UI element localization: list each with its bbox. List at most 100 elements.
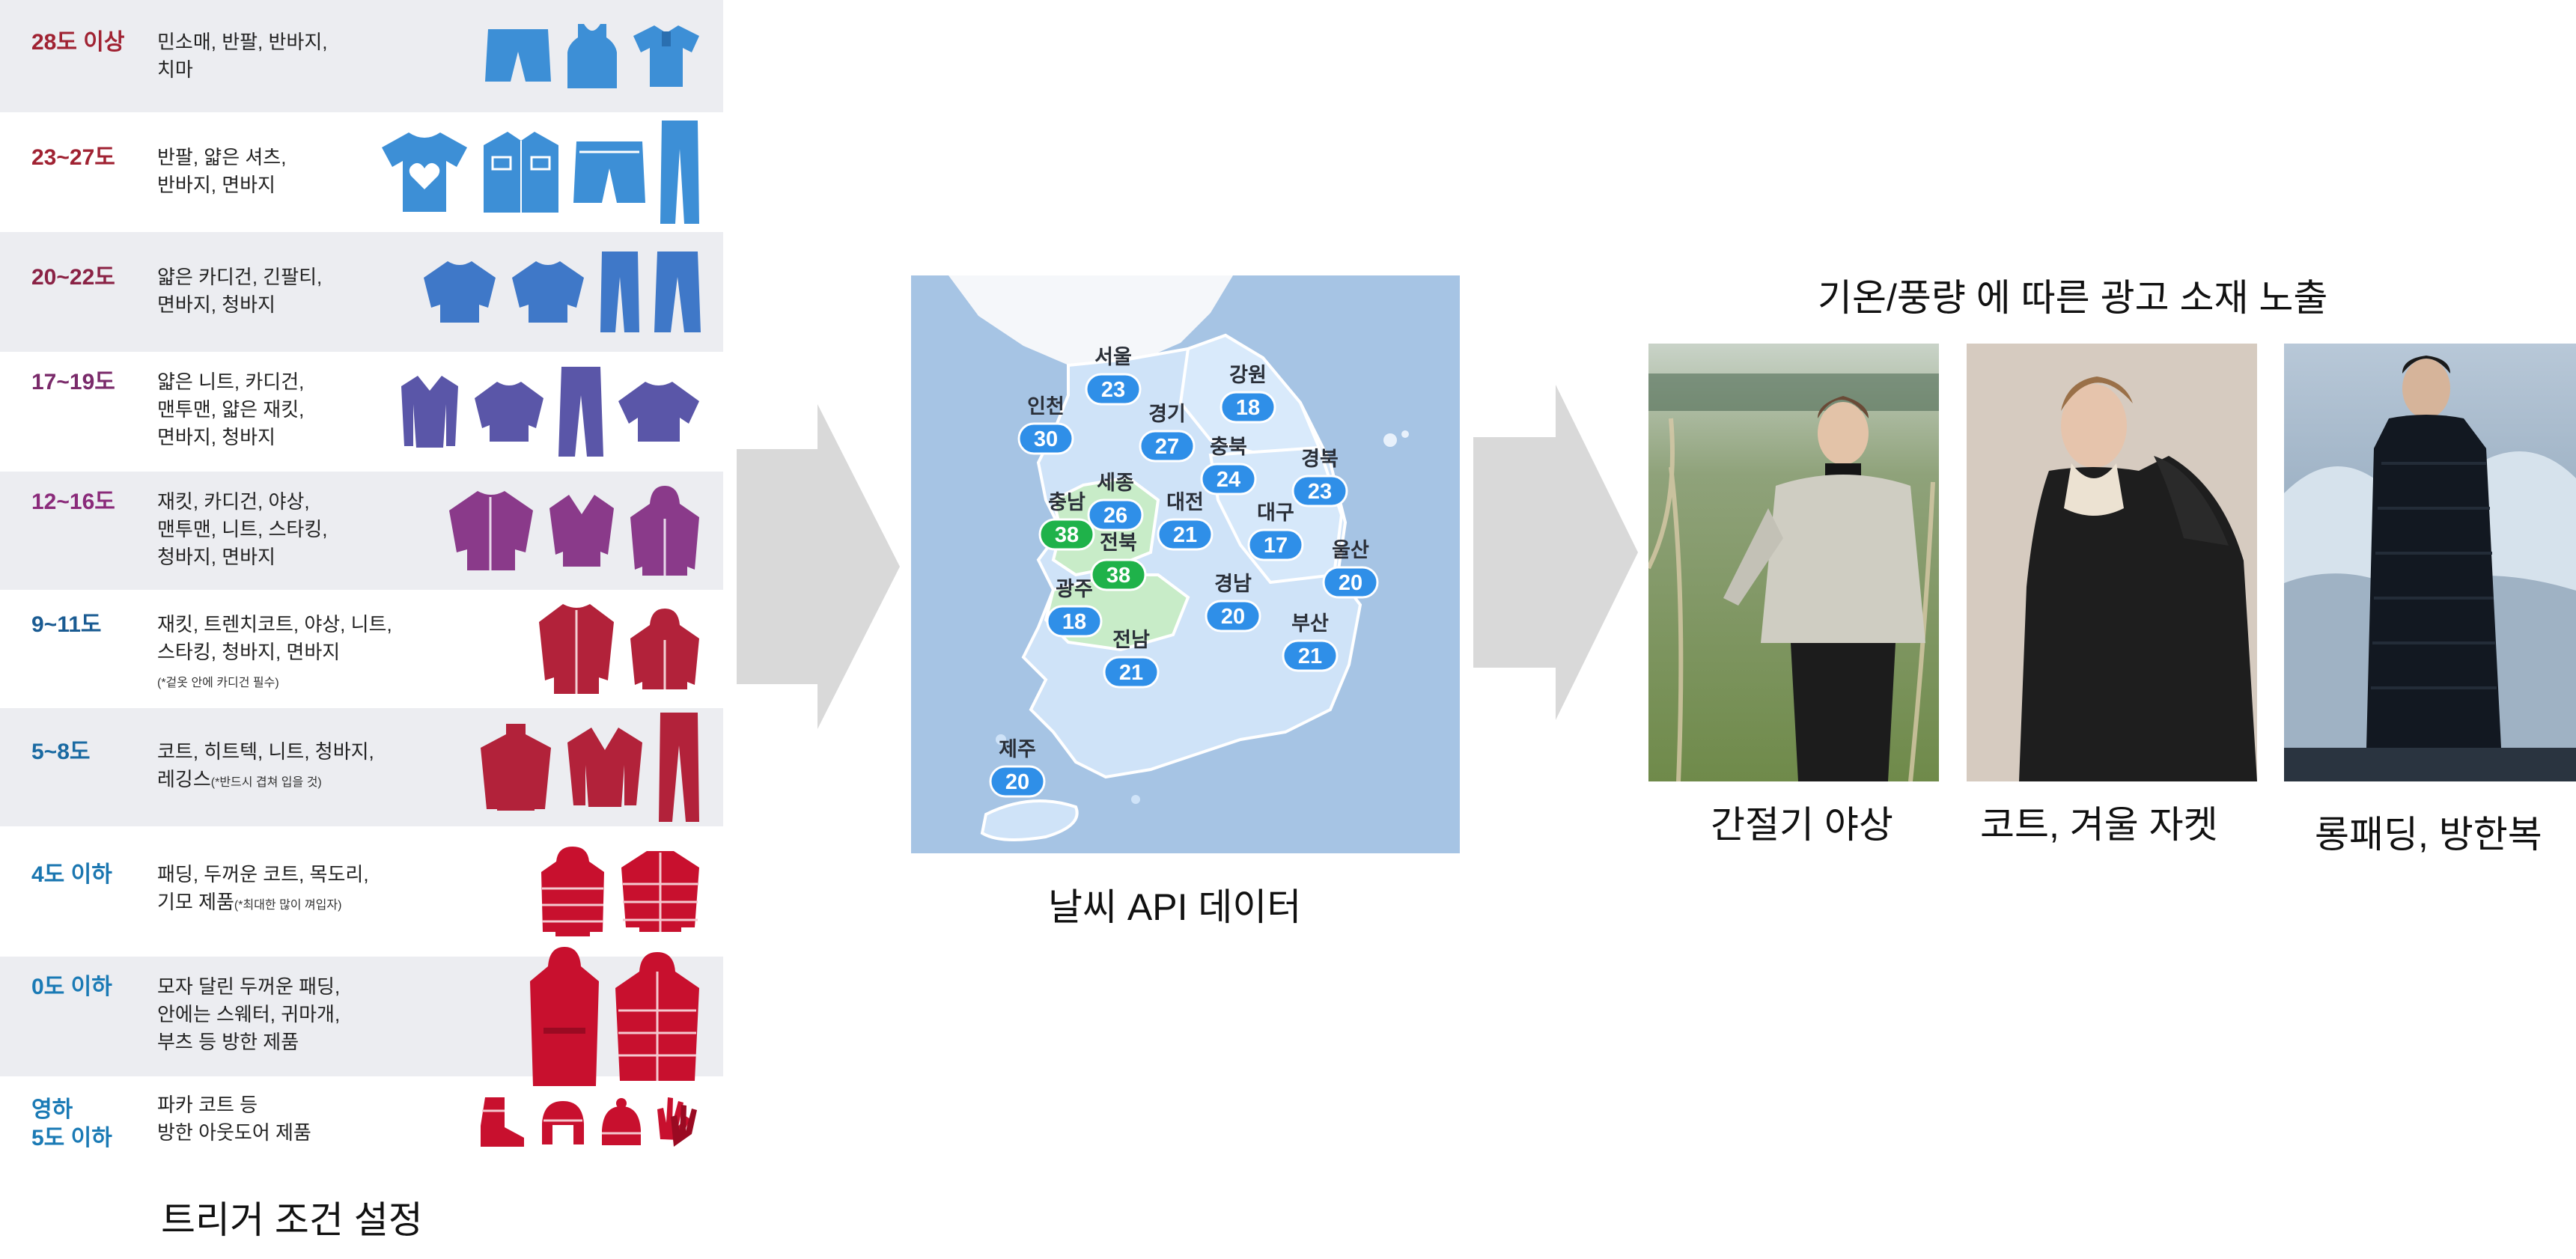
beanie-icon xyxy=(602,1098,641,1145)
temperature-value: 30 xyxy=(1034,427,1058,451)
temperature-label: 12~16도 xyxy=(31,490,115,514)
long-pants-icon xyxy=(660,121,699,224)
table-row: 영하 5도 이하 파카 코트 등 방한 아웃도어 제품 xyxy=(0,1076,723,1168)
sweatshirt-icon xyxy=(475,382,543,442)
temperature-label: 17~19도 xyxy=(31,370,115,394)
table-row: 5~8도 코트, 히트텍, 니트, 청바지, 레깅스(*반드시 겹쳐 입을 것) xyxy=(0,708,723,826)
table-row: 0도 이하 모자 달린 두꺼운 패딩, 안에는 스웨터, 귀마개, 부츠 등 방… xyxy=(0,947,723,1086)
leggings-icon xyxy=(659,713,699,822)
region-name: 전북 xyxy=(1100,531,1137,554)
region-name: 전남 xyxy=(1112,629,1150,651)
temperature-label: 4도 이하 xyxy=(31,862,112,887)
temperature-label: 영하 5도 이하 xyxy=(31,1097,112,1150)
region-badge-경기: 경기 27 xyxy=(1139,403,1196,463)
clothing-description: 재킷, 트렌치코트, 야상, 니트, 스타킹, 청바지, 면바지(*겉옷 안에 … xyxy=(157,613,392,689)
north-land xyxy=(949,275,1233,368)
clothing-note: (*겉옷 안에 카디건 필수) xyxy=(157,677,279,689)
jeju-island xyxy=(980,799,1079,841)
region-name: 대전 xyxy=(1166,491,1204,513)
turtleneck-icon xyxy=(481,724,551,811)
region-name: 인천 xyxy=(1027,395,1065,418)
arrow-right-icon xyxy=(737,404,900,729)
temperature-label: 5~8도 xyxy=(31,740,91,764)
temperature-label: 0도 이하 xyxy=(31,975,112,999)
temperature-value: 18 xyxy=(1236,396,1260,420)
tank-top-icon xyxy=(567,24,617,88)
clothing-icons xyxy=(400,352,701,472)
temperature-value: 26 xyxy=(1103,504,1127,528)
region-name: 서울 xyxy=(1094,346,1132,368)
puffer-coat-icon xyxy=(621,851,699,932)
windbreaker-icon xyxy=(539,604,614,694)
temperature-label: 23~27도 xyxy=(31,145,115,170)
temperature-value: 24 xyxy=(1217,468,1240,492)
winter-coat-photo-image xyxy=(1967,344,2257,781)
ad-photo-field-jacket xyxy=(1648,344,1939,781)
gloves-icon xyxy=(657,1097,697,1147)
temperature-value: 20 xyxy=(1221,605,1245,629)
clothing-icons xyxy=(539,826,701,957)
temperature-badge xyxy=(1291,475,1348,507)
clothing-icons xyxy=(479,708,701,826)
temperature-value: 27 xyxy=(1155,435,1179,459)
v-neck-knit-icon xyxy=(549,495,614,567)
trigger-table-caption: 트리거 조건 설정 xyxy=(161,1199,423,1241)
temperature-value: 38 xyxy=(1055,523,1079,547)
temperature-badge xyxy=(1139,430,1196,463)
temperature-badge xyxy=(1087,499,1144,531)
clothing-icons xyxy=(529,947,701,1086)
temperature-value: 38 xyxy=(1106,564,1130,588)
clothing-icons xyxy=(448,472,701,590)
clothing-icons xyxy=(422,232,701,352)
region-name: 울산 xyxy=(1332,539,1369,561)
heart-tshirt-icon xyxy=(382,132,467,212)
region-name: 경기 xyxy=(1148,403,1186,425)
ad-caption-winter-coat: 코트, 겨울 자켓 xyxy=(1980,804,2218,846)
clothing-icons xyxy=(380,112,701,232)
clothing-icons xyxy=(484,0,701,112)
temperature-badge xyxy=(1247,528,1304,561)
temperature-value: 21 xyxy=(1119,661,1143,685)
region-name: 충남 xyxy=(1048,491,1085,513)
region-name: 충북 xyxy=(1210,436,1247,458)
clothing-icons xyxy=(478,1076,701,1168)
region-badge-충북: 충북 24 xyxy=(1200,436,1257,496)
jeans-icon xyxy=(654,252,701,332)
region-name: 부산 xyxy=(1291,612,1329,635)
temperature-value: 20 xyxy=(1339,571,1362,595)
temperature-badge xyxy=(1200,463,1257,496)
clothing-note: (*최대한 많이 껴입자) xyxy=(234,899,342,912)
long-sleeve-tee-icon xyxy=(512,261,584,323)
padded-jacket-icon xyxy=(541,847,604,936)
map-caption: 날씨 API 데이터 xyxy=(1048,886,1302,928)
temperature-badge xyxy=(1085,373,1142,406)
field-jacket-photo-image xyxy=(1648,344,1939,781)
zip-jacket-icon xyxy=(449,491,533,570)
temperature-label: 28도 이상 xyxy=(31,30,125,55)
region-badge-서울: 서울 23 xyxy=(1085,346,1142,406)
temperature-value: 23 xyxy=(1308,480,1332,504)
table-row: 12~16도 재킷, 카디건, 야상, 맨투맨, 니트, 스타킹, 청바지, 면… xyxy=(0,472,723,590)
region-name: 광주 xyxy=(1056,578,1093,600)
temperature-badge xyxy=(989,765,1046,798)
region-badge-전북: 전북 38 xyxy=(1090,531,1147,591)
clothing-description: 코트, 히트텍, 니트, 청바지, 레깅스(*반드시 겹쳐 입을 것) xyxy=(157,740,374,790)
region-badge-충남: 충남 38 xyxy=(1038,491,1095,551)
clothing-description: 반팔, 얇은 셔츠, 반바지, 면바지 xyxy=(157,146,287,196)
temperature-value: 23 xyxy=(1101,378,1125,402)
temperature-label: 20~22도 xyxy=(31,265,115,290)
long-padding-photo-image xyxy=(2284,344,2576,781)
temperature-badge xyxy=(1205,600,1261,632)
temperature-badge xyxy=(1220,391,1276,424)
trapper-hat-icon xyxy=(542,1101,584,1144)
coat-icon xyxy=(567,728,642,807)
table-row: 20~22도 얇은 카디건, 긴팔티, 면바지, 청바지 xyxy=(0,232,723,352)
hooded-parka-icon xyxy=(530,947,599,1086)
